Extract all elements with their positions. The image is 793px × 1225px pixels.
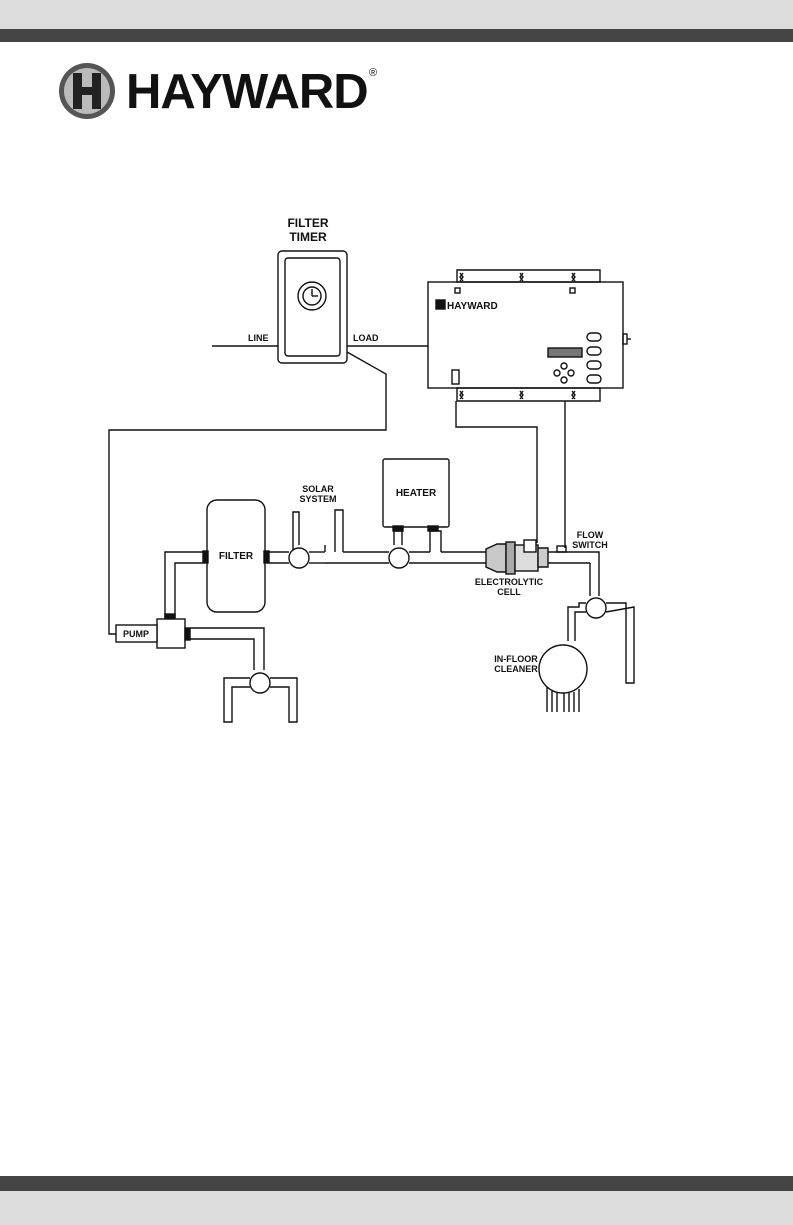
heater-label: HEATER (396, 488, 437, 499)
cell-wire (456, 401, 537, 543)
controller-unit (428, 270, 631, 401)
electrolytic-cell-label: ELECTROLYTIC (475, 577, 544, 587)
flow-switch-label: SWITCH (572, 540, 608, 550)
cleaner-head (539, 645, 587, 693)
solar-system-label: SYSTEM (299, 494, 336, 504)
footer-band (0, 1176, 793, 1225)
load-label: LOAD (353, 333, 379, 343)
filter-timer-title: TIMER (289, 230, 327, 244)
suction-valve (250, 673, 270, 693)
solar-valve (289, 548, 309, 568)
line-label: LINE (248, 333, 269, 343)
cleaner-branch (539, 598, 634, 712)
cleaner-valve (586, 598, 606, 618)
electrolytic-cell (486, 540, 548, 574)
pump-power-wire (109, 352, 386, 634)
filter-label: FILTER (219, 551, 254, 562)
in-floor-cleaner-label: IN-FLOOR (494, 654, 538, 664)
filter-timer-title: FILTER (287, 216, 328, 230)
pump-pipes (157, 552, 297, 722)
controller-logo-icon (436, 300, 445, 309)
solar-system-label: SOLAR (302, 484, 334, 494)
heater-valve (389, 548, 409, 568)
display-screen (548, 348, 582, 357)
electrolytic-cell-label: CELL (497, 587, 521, 597)
in-floor-cleaner-label: CLEANER (494, 664, 538, 674)
pump-label: PUMP (123, 629, 149, 639)
filter-timer-box (278, 251, 347, 363)
main-pipe (269, 510, 486, 563)
flow-switch (548, 546, 599, 596)
controller-brand: HAYWARD (447, 301, 498, 312)
flow-switch-label: FLOW (577, 530, 604, 540)
pump-body (157, 619, 185, 648)
